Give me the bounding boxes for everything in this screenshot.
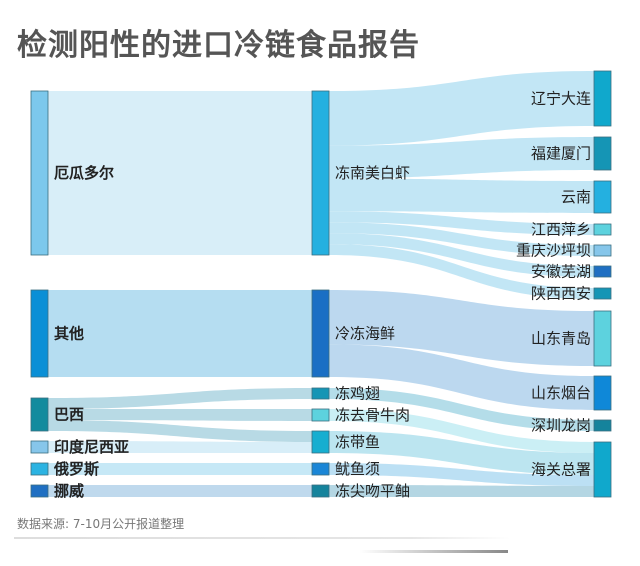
node-label-xiamen: 福建厦门 (531, 145, 591, 163)
node-label-wuhu: 安徽芜湖 (531, 263, 591, 281)
sankey-link (329, 244, 594, 299)
sankey-node-customs (593, 441, 612, 498)
sankey-link (329, 485, 594, 497)
sankey-link (329, 137, 594, 179)
sankey-link (329, 233, 594, 277)
sankey-node-wuhu (593, 265, 612, 278)
sankey-node-brazil (30, 397, 49, 432)
node-label-other: 其他 (54, 325, 84, 343)
sankey-node-xiamen (593, 136, 612, 171)
sankey-link (48, 91, 312, 255)
chart-title: 检测阳性的进口冷链食品报告 (17, 28, 420, 63)
node-label-pingxiang: 江西萍乡 (531, 221, 591, 239)
footer-accent (360, 550, 508, 553)
sankey-link (329, 211, 594, 235)
sankey-link (329, 409, 594, 453)
sankey-node-xian (593, 287, 612, 300)
sankey-link (329, 431, 594, 475)
node-label-wings: 冻鸡翅 (335, 385, 380, 403)
sankey-link (48, 409, 312, 421)
sankey-links (48, 71, 594, 497)
sankey-link (48, 290, 312, 377)
data-source-note: 数据来源: 7-10月公开报道整理 (17, 517, 185, 531)
node-label-yunnan: 云南 (561, 188, 591, 206)
sankey-link (48, 441, 312, 453)
node-label-russia: 俄罗斯 (53, 460, 99, 478)
node-label-norway: 挪威 (54, 482, 84, 500)
node-label-dalian: 辽宁大连 (531, 90, 591, 108)
sankey-node-hairtail (311, 430, 330, 454)
node-label-qingdao: 山东青岛 (531, 330, 591, 348)
sankey-nodes (30, 70, 612, 498)
sankey-link (329, 344, 594, 410)
sankey-node-ecuador (30, 90, 49, 256)
footer-divider (14, 537, 510, 539)
node-label-longgang: 深圳龙岗 (531, 417, 591, 435)
sankey-node-indonesia (30, 440, 49, 454)
node-label-indonesia: 印度尼西亚 (54, 438, 129, 456)
sankey-link (48, 463, 312, 475)
sankey-node-dalian (593, 70, 612, 127)
sankey-link (48, 388, 312, 409)
node-label-hairtail: 冻带鱼 (335, 433, 380, 451)
sankey-node-norway (30, 484, 49, 498)
node-label-brazil: 巴西 (54, 406, 84, 424)
sankey-node-qingdao (593, 310, 612, 367)
sankey-node-chongqing (593, 244, 612, 257)
node-label-chongqing: 重庆沙坪坝 (516, 242, 591, 260)
sankey-node-rockfish (311, 484, 330, 498)
node-label-seafood: 冷冻海鲜 (335, 325, 395, 343)
sankey-link (48, 420, 312, 442)
sankey-link (329, 290, 594, 366)
sankey-link (329, 463, 594, 486)
sankey-node-squid (311, 462, 330, 476)
node-label-shrimp: 冻南美白虾 (335, 164, 410, 182)
sankey-node-longgang (593, 419, 612, 432)
node-label-ecuador: 厄瓜多尔 (54, 164, 114, 182)
sankey-node-shrimp (311, 90, 330, 256)
node-label-squid: 鱿鱼须 (335, 460, 380, 478)
sankey-link (329, 71, 594, 146)
sankey-node-seafood (311, 289, 330, 378)
sankey-node-wings (311, 387, 330, 400)
sankey-node-yunnan (593, 180, 612, 214)
node-label-rockfish: 冻尖吻平鲉 (335, 482, 410, 500)
sankey-node-yantai (593, 375, 612, 411)
node-label-yantai: 山东烟台 (531, 384, 591, 402)
node-label-customs: 海关总署 (531, 461, 591, 479)
sankey-link (329, 178, 594, 213)
node-label-beef: 冻去骨牛肉 (335, 406, 410, 424)
sankey-node-beef (311, 408, 330, 422)
sankey-node-other (30, 289, 49, 378)
sankey-link (329, 388, 594, 431)
sankey-link (329, 222, 594, 256)
node-label-xian: 陕西西安 (531, 285, 591, 303)
sankey-node-russia (30, 462, 49, 476)
sankey-link (48, 485, 312, 497)
sankey-node-pingxiang (593, 223, 612, 236)
